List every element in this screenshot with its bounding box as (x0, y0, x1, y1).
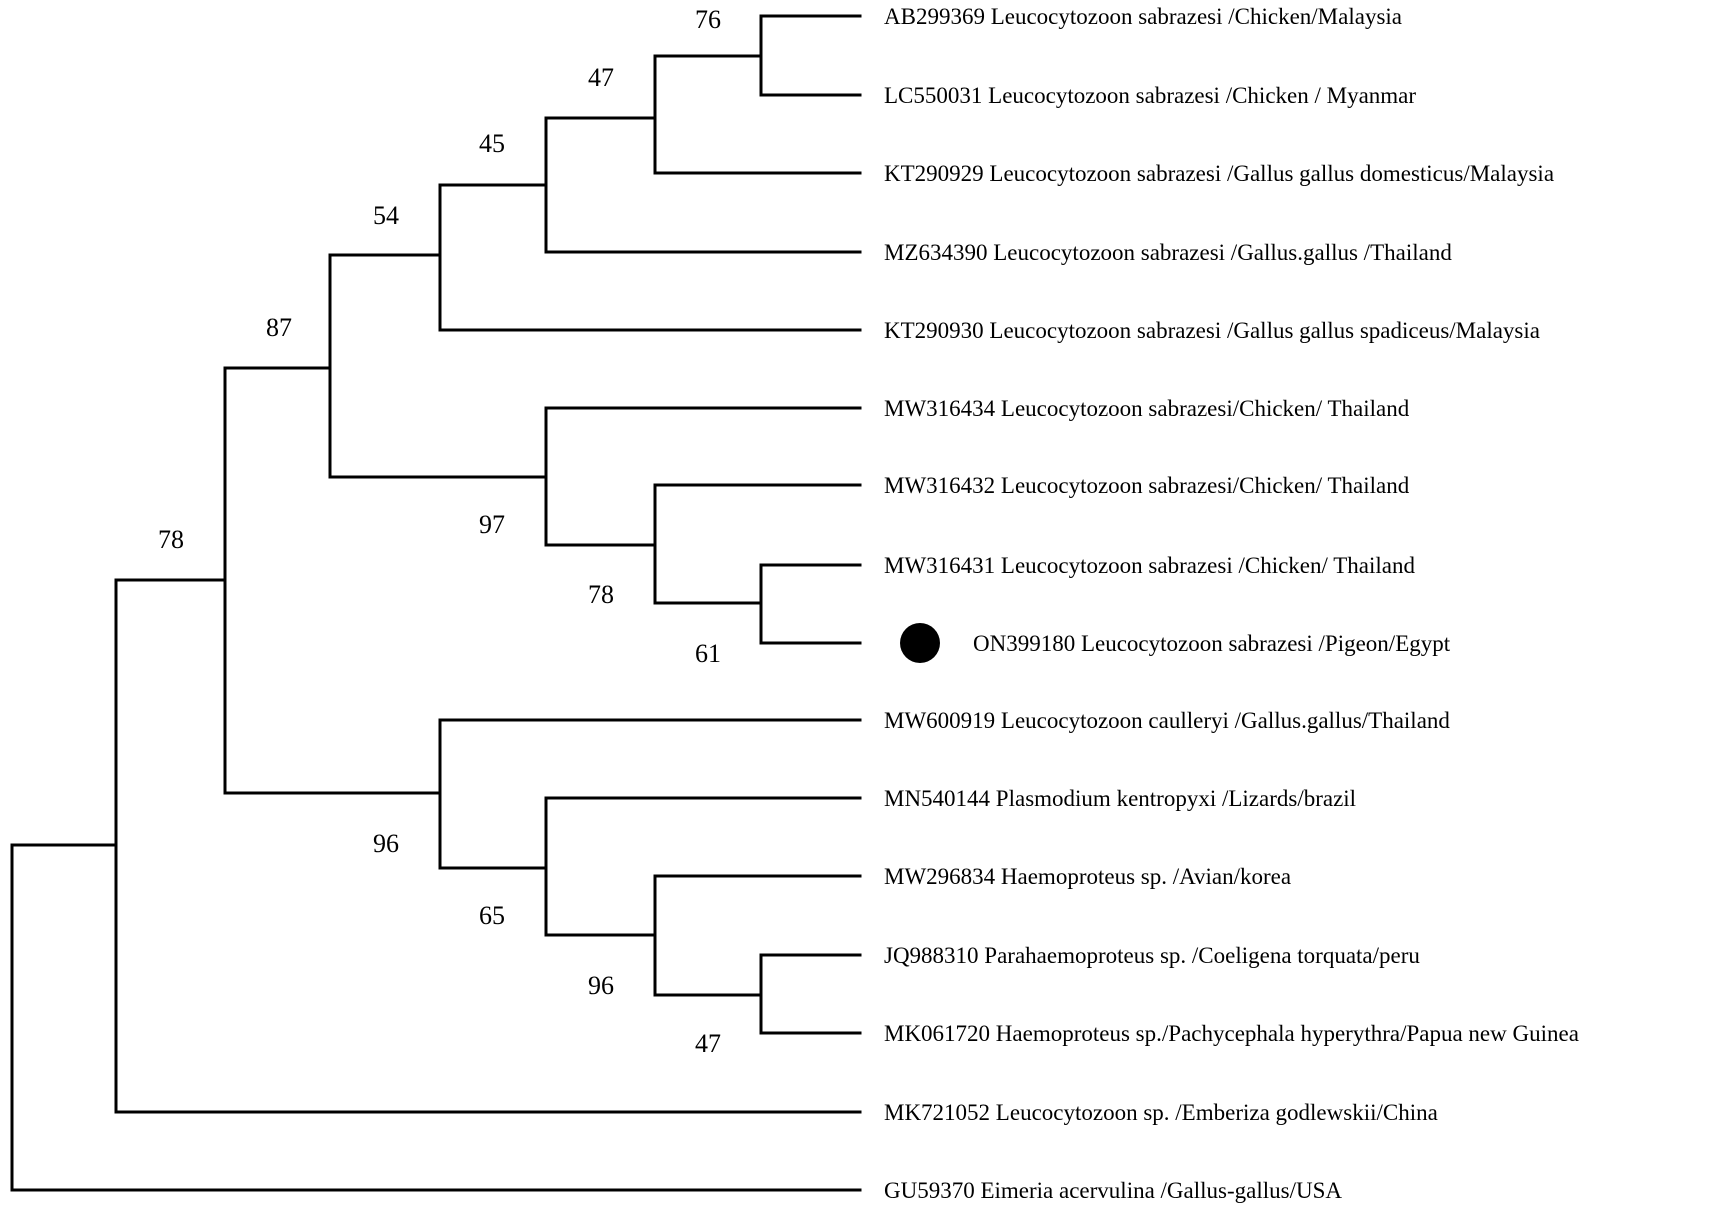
branch-node-main (223, 366, 442, 795)
support-value: 96 (588, 971, 614, 1000)
branch-node-96-haemo (653, 874, 862, 997)
branch-node-87 (328, 253, 548, 479)
taxon-label: MW600919 Leucocytozoon caulleryi /Gallus… (884, 708, 1450, 733)
branch-node-47-bottom (759, 953, 862, 1035)
branch-node-45 (544, 116, 862, 254)
branch-node-97 (544, 406, 862, 547)
taxon-label: MW296834 Haemoproteus sp. /Avian/korea (884, 864, 1291, 889)
taxon-label: MN540144 Plasmodium kentropyxi /Lizards/… (884, 786, 1356, 811)
support-value: 47 (588, 63, 614, 92)
branch-node-78-inner (653, 483, 862, 605)
taxon-label: MW316432 Leucocytozoon sabrazesi/Chicken… (884, 473, 1410, 498)
branch-root (10, 843, 862, 1192)
taxon-label: MW316431 Leucocytozoon sabrazesi /Chicke… (884, 553, 1415, 578)
support-value: 78 (588, 580, 614, 609)
highlight-marker-dot (900, 623, 940, 663)
support-value: 87 (266, 313, 292, 342)
taxon-label: MZ634390 Leucocytozoon sabrazesi /Gallus… (884, 240, 1452, 265)
support-value: 45 (479, 129, 505, 158)
taxon-label-highlighted: ON399180 Leucocytozoon sabrazesi /Pigeon… (973, 631, 1451, 656)
taxon-label: KT290929 Leucocytozoon sabrazesi /Gallus… (884, 161, 1554, 186)
taxon-label: JQ988310 Parahaemoproteus sp. /Coeligena… (884, 943, 1420, 968)
taxon-label: GU59370 Eimeria acervulina /Gallus-gallu… (884, 1178, 1342, 1203)
support-value: 96 (373, 829, 399, 858)
taxon-label: MW316434 Leucocytozoon sabrazesi/Chicken… (884, 396, 1410, 421)
branch-node-96-mixed (438, 718, 862, 870)
support-value: 78 (158, 525, 184, 554)
branch-node-76 (759, 14, 862, 97)
bootstrap-values: 76 47 45 54 87 78 97 78 61 96 65 96 47 (158, 5, 721, 1058)
support-value: 65 (479, 901, 505, 930)
branch-node-47-top (653, 54, 862, 175)
tree-branches (10, 14, 862, 1192)
branch-node-outer (114, 578, 862, 1114)
taxon-label: KT290930 Leucocytozoon sabrazesi /Gallus… (884, 318, 1540, 343)
taxon-label: MK721052 Leucocytozoon sp. /Emberiza god… (884, 1100, 1438, 1125)
support-value: 54 (373, 201, 399, 230)
support-value: 61 (695, 639, 721, 668)
branch-node-61 (759, 563, 862, 645)
taxon-labels: AB299369 Leucocytozoon sabrazesi /Chicke… (884, 4, 1579, 1203)
support-value: 76 (695, 5, 721, 34)
branch-node-54 (438, 183, 862, 332)
support-value: 97 (479, 510, 505, 539)
taxon-label: MK061720 Haemoproteus sp./Pachycephala h… (884, 1021, 1579, 1046)
taxon-label: AB299369 Leucocytozoon sabrazesi /Chicke… (884, 4, 1402, 29)
taxon-label: LC550031 Leucocytozoon sabrazesi /Chicke… (884, 83, 1416, 108)
support-value: 47 (695, 1029, 721, 1058)
branch-node-65 (544, 796, 862, 937)
